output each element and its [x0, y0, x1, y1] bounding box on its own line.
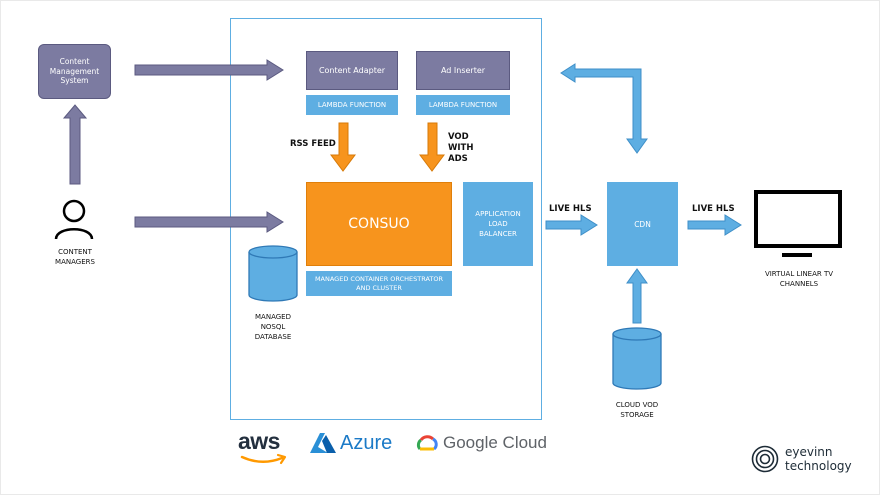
alb-label: APPLICATION LOAD BALANCER — [475, 210, 521, 238]
google-cloud-logo-text: Google Cloud — [443, 433, 547, 452]
content-adapter-label: Content Adapter — [318, 66, 386, 75]
google-cloud-logo: Google Cloud — [415, 431, 547, 457]
google-cloud-icon — [416, 435, 438, 451]
azure-logo: Azure — [308, 431, 408, 457]
alb-box: APPLICATION LOAD BALANCER — [463, 182, 533, 266]
ad-inserter-lambda-label: LAMBDA FUNCTION — [428, 101, 498, 109]
arrow-vod-with-ads — [419, 122, 445, 172]
aws-smile-icon — [240, 453, 287, 465]
ad-inserter-box: Ad Inserter — [416, 51, 510, 90]
vod-with-ads-label: VOD WITH ADS — [448, 132, 474, 164]
arrow-managers-to-consuo — [134, 211, 284, 233]
content-adapter-box: Content Adapter — [306, 51, 398, 90]
nosql-label: MANAGED NOSQL DATABASE — [254, 313, 292, 341]
cloud-storage-label: CLOUD VOD STORAGE — [615, 401, 659, 419]
azure-logo-text: Azure — [340, 432, 393, 454]
eyevinn-icon — [751, 445, 779, 473]
content-adapter-lambda-label: LAMBDA FUNCTION — [317, 101, 387, 109]
azure-icon — [310, 433, 336, 453]
content-adapter-lambda: LAMBDA FUNCTION — [306, 95, 398, 115]
orchestrator-label: MANAGED CONTAINER ORCHESTRATOR AND CLUST… — [314, 274, 444, 292]
live-hls-label-1: LIVE HLS — [549, 204, 592, 214]
arrow-managers-to-cms — [62, 104, 88, 185]
consuo-box: CONSUO — [306, 182, 452, 266]
eyevinn-line1: eyevinn — [785, 445, 833, 459]
tv-label: VIRTUAL LINEAR TV CHANNELS — [764, 270, 834, 288]
ad-inserter-label: Ad Inserter — [440, 66, 486, 75]
rss-feed-label: RSS FEED — [290, 139, 336, 149]
arrow-cms-to-adapter — [134, 59, 284, 81]
cdn-label: CDN — [634, 219, 651, 229]
aws-logo-text: aws — [238, 428, 280, 454]
cms-label: Content Management System — [49, 57, 100, 86]
cms-box: Content Management System — [38, 44, 111, 99]
orchestrator-box: MANAGED CONTAINER ORCHESTRATOR AND CLUST… — [306, 271, 452, 296]
arrow-cdn-to-tv — [687, 214, 742, 236]
eyevinn-logo: eyevinn technology — [751, 444, 861, 478]
ad-inserter-lambda: LAMBDA FUNCTION — [416, 95, 510, 115]
cdn-box: CDN — [607, 182, 678, 266]
arrow-cdn-to-ad-inserter — [560, 63, 648, 154]
aws-logo: aws — [238, 429, 294, 471]
arrow-rss-feed — [330, 122, 356, 172]
live-hls-label-2: LIVE HLS — [692, 204, 735, 214]
consuo-label: CONSUO — [348, 216, 410, 232]
eyevinn-line2: technology — [785, 459, 852, 473]
arrow-storage-to-cdn — [626, 268, 648, 324]
arrow-alb-to-cdn — [545, 214, 598, 236]
content-managers-label: CONTENT MANAGERS — [55, 248, 95, 266]
